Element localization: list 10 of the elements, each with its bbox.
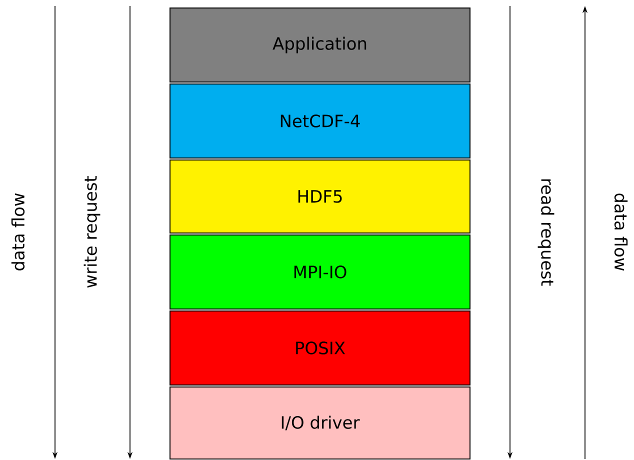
- layer-box: POSIX: [170, 310, 470, 386]
- layer-box: HDF5: [170, 160, 470, 234]
- axis-label: data flow: [11, 193, 25, 270]
- axis-label: data flow: [614, 194, 628, 271]
- axis-label: write request: [84, 176, 100, 288]
- layer-box: MPI-IO: [170, 234, 470, 310]
- axis-label: read request: [538, 179, 554, 286]
- layer-box: NetCDF-4: [170, 84, 470, 158]
- layer-box: Application: [170, 8, 470, 82]
- layer-box: I/O driver: [170, 386, 470, 460]
